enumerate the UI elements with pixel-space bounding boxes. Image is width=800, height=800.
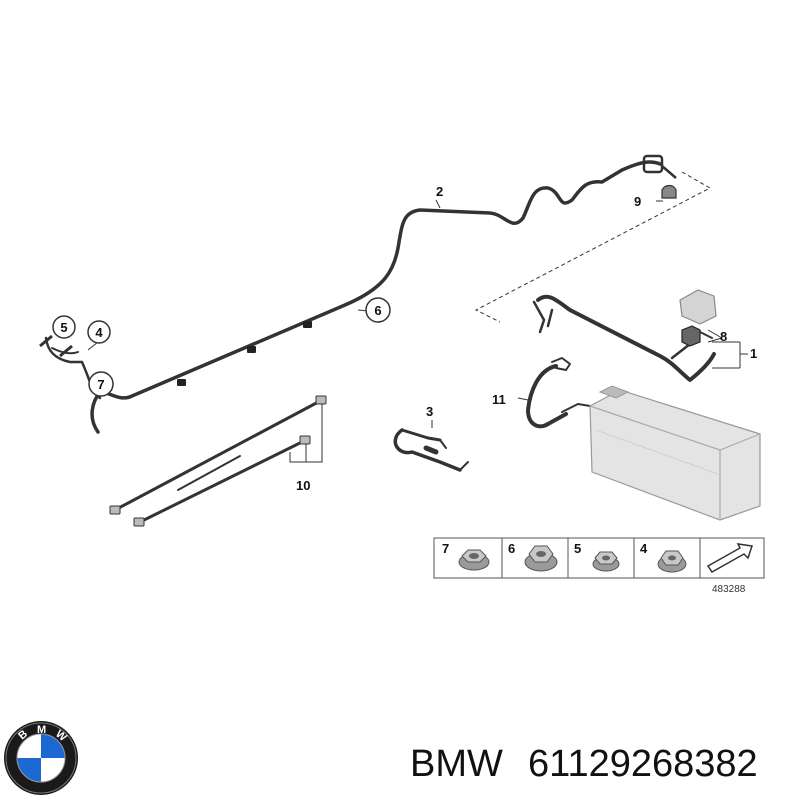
legend-label: 4 <box>640 541 648 556</box>
callout-9: 9 <box>634 194 641 209</box>
terminal-cover <box>679 289 717 325</box>
callout-labels: 2 9 8 1 11 3 10 <box>296 184 757 493</box>
cable-end-connector <box>642 154 677 179</box>
part-11-ground-lead <box>526 357 591 429</box>
callout-11: 11 <box>492 392 506 407</box>
legend-item-6: 6 <box>508 541 558 572</box>
callout-5: 5 <box>60 320 67 335</box>
callout-10: 10 <box>296 478 310 493</box>
nut-icon <box>458 549 490 571</box>
legend-item-5: 5 <box>574 541 620 572</box>
callout-4: 4 <box>95 325 103 340</box>
part-9-clip <box>661 184 677 199</box>
legend-label: 6 <box>508 541 515 556</box>
callout-3: 3 <box>426 404 433 419</box>
nut-icon <box>657 550 687 573</box>
legend-item-4: 4 <box>640 541 687 573</box>
nut-icon <box>524 545 558 572</box>
callout-2: 2 <box>436 184 443 199</box>
leader-lines <box>87 199 748 463</box>
circled-callout-4: 4 <box>87 320 111 344</box>
legend-arrow-icon <box>706 543 753 573</box>
main-cable <box>44 160 662 434</box>
dashed-boundary <box>474 171 712 323</box>
part-10-cables <box>113 398 324 524</box>
svg-text:M: M <box>37 724 46 736</box>
reference-number: 483288 <box>712 584 746 595</box>
circled-callout-5: 5 <box>52 315 76 339</box>
part-3-cable <box>393 428 469 472</box>
battery <box>589 385 761 521</box>
circled-callout-7: 7 <box>88 371 114 397</box>
callout-1: 1 <box>750 346 757 361</box>
legend-label: 5 <box>574 541 581 556</box>
hardware-legend: 7 6 5 4 <box>433 537 765 579</box>
part-number: 61129268382 <box>528 743 758 785</box>
left-terminal-lugs <box>39 334 73 358</box>
bmw-logo-icon: B M W <box>4 721 78 795</box>
circled-callout-6: 6 <box>365 297 391 323</box>
callout-6: 6 <box>374 303 381 318</box>
nut-icon <box>592 551 620 572</box>
legend-label: 7 <box>442 541 449 556</box>
brand-name: BMW <box>410 743 503 785</box>
legend-item-7: 7 <box>442 541 490 571</box>
callout-7: 7 <box>97 377 104 392</box>
cable-clips <box>177 321 312 386</box>
part-8-terminal <box>681 325 701 347</box>
part-10-terminals <box>109 395 327 527</box>
callout-8: 8 <box>720 329 727 344</box>
